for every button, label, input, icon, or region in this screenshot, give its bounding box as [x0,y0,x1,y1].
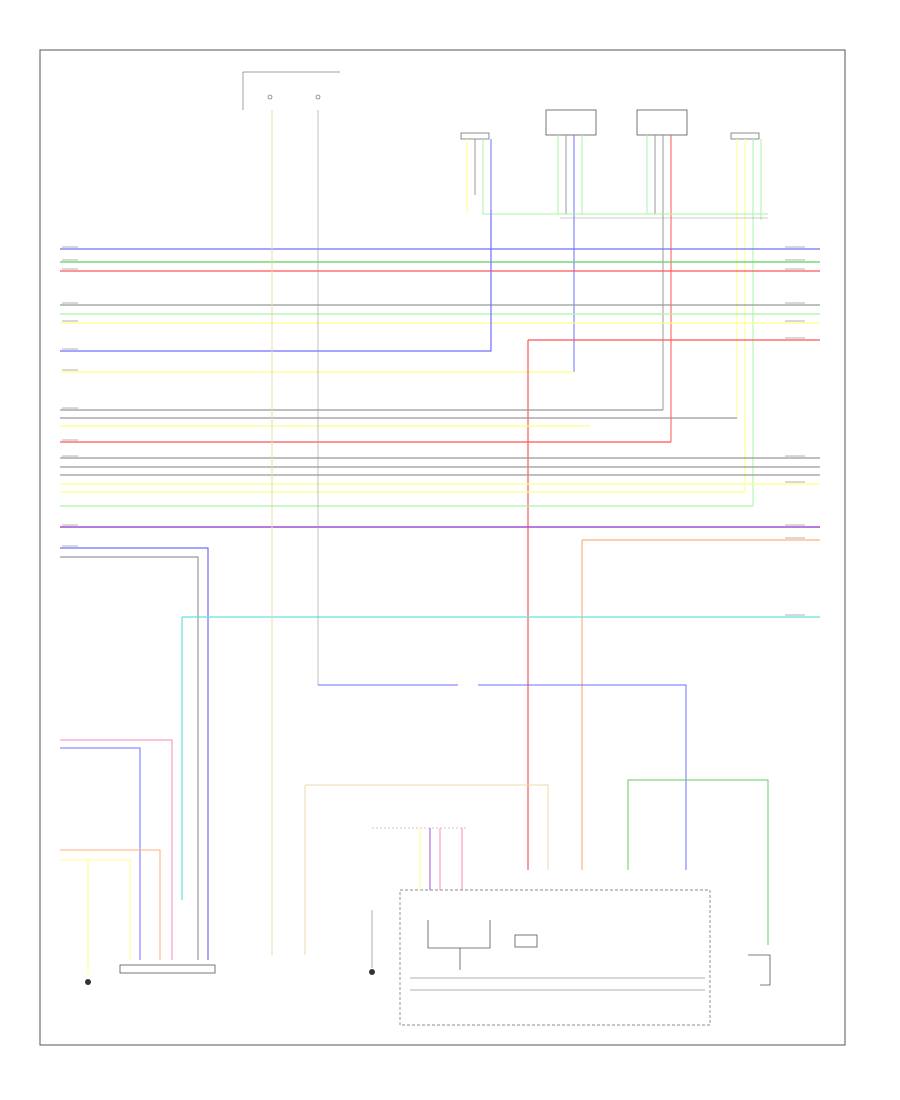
right-sensor [748,954,771,986]
ground-left [85,979,91,985]
combination-meter [372,827,711,1026]
right-wire-tags [785,246,805,616]
sensor-right-rear-2 [636,109,688,136]
switch-drop-wires [271,110,687,955]
sensor-left-front [730,132,760,140]
sensor-left-rear [460,132,490,140]
electronic-throttle-unit [119,964,216,974]
top-switch-block [242,71,340,110]
lower-left-wires [60,739,173,975]
sensor-right-rear-1 [545,109,597,136]
left-wire-tags [62,246,78,547]
sensor-drop-wires [466,135,768,506]
diagram-frame [39,49,846,1046]
bus-wires [60,210,820,960]
right-sensor-wires [627,779,769,945]
ground-mid [369,910,375,975]
